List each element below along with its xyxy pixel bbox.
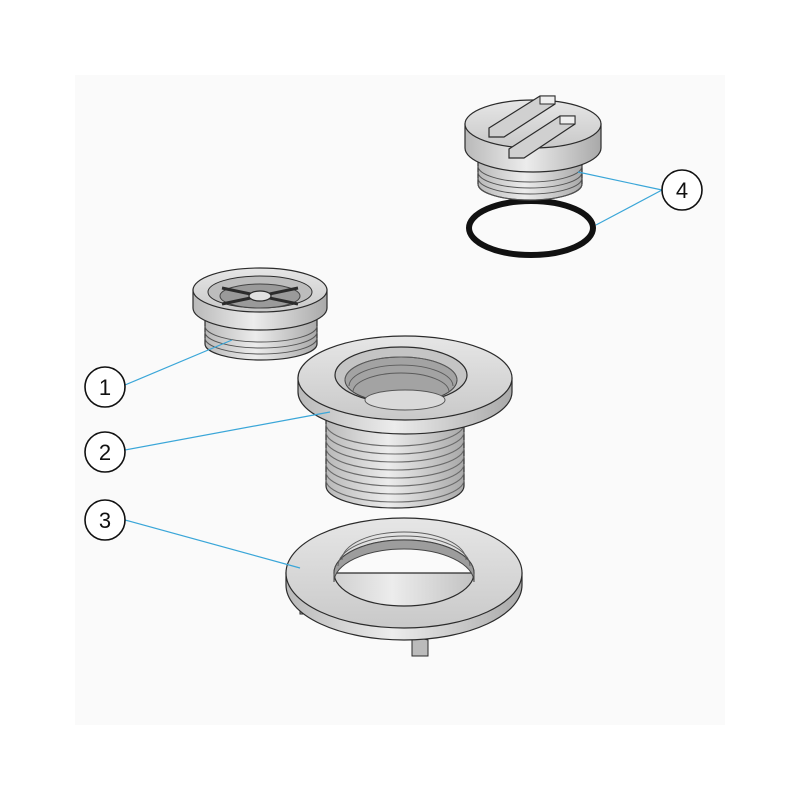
callout-4-label: 4: [676, 178, 688, 203]
callout-4: 4: [661, 169, 703, 211]
leader-line-3: [124, 519, 301, 569]
part-1-strainer-insert: [192, 267, 328, 361]
callout-3: 3: [84, 499, 126, 541]
part-3-lock-ring: [285, 517, 523, 657]
callout-2-label: 2: [99, 440, 111, 465]
leader-line-2: [124, 411, 331, 451]
leader-lines: [124, 171, 663, 569]
leader-line-4a: [577, 171, 663, 191]
callout-1: 1: [84, 366, 126, 408]
oring: [466, 198, 596, 258]
callout-3-label: 3: [99, 508, 111, 533]
leader-line-1: [124, 339, 233, 386]
leader-line-4b: [595, 189, 663, 226]
callout-2: 2: [84, 431, 126, 473]
part-2-flanged-body: [297, 335, 513, 509]
callout-1-label: 1: [99, 375, 111, 400]
part-4-plug-with-oring: [464, 95, 602, 258]
